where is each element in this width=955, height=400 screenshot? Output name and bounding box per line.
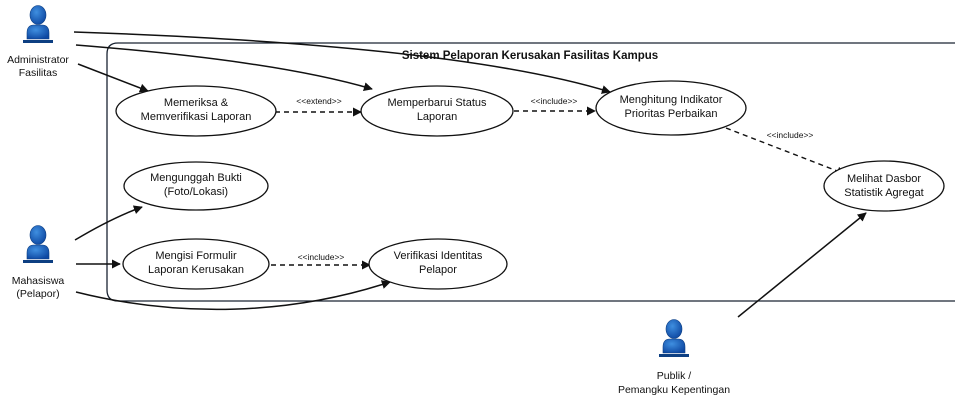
- person-icon: [23, 225, 53, 263]
- assoc-student-verify-identity: [75, 280, 391, 311]
- actor-admin-line1: Administrator: [7, 54, 69, 66]
- actor-student-line2: (Pelapor): [16, 288, 59, 300]
- use-case-verify-report[interactable]: Memeriksa & Memverifikasi Laporan: [115, 85, 277, 137]
- use-case-fill-form-line1: Mengisi Formulir: [155, 250, 237, 262]
- person-icon: [23, 5, 53, 43]
- actor-admin[interactable]: Administrator Fasilitas: [7, 5, 69, 80]
- actor-public[interactable]: Publik / Pemangku Kepentingan: [618, 319, 730, 397]
- use-case-view-dashboard-line1: Melihat Dasbor: [847, 173, 921, 185]
- extend-label: <<extend>>: [296, 96, 341, 106]
- use-case-compute-priority[interactable]: Menghitung Indikator Prioritas Perbaikan: [595, 80, 747, 136]
- actor-public-line2: Pemangku Kepentingan: [618, 384, 730, 396]
- use-case-view-dashboard[interactable]: Melihat Dasbor Statistik Agregat: [823, 160, 945, 212]
- use-case-verify-report-line1: Memeriksa &: [164, 97, 229, 109]
- use-case-update-status-line2: Laporan: [417, 111, 457, 123]
- assoc-admin-verify-report: [77, 63, 149, 93]
- include-label-form-identity: <<include>>: [298, 252, 345, 262]
- use-case-update-status[interactable]: Memperbarui Status Laporan: [360, 85, 514, 137]
- use-case-verify-identity-line2: Pelapor: [419, 264, 457, 276]
- use-case-upload-evidence-line1: Mengunggah Bukti: [150, 172, 242, 184]
- actor-admin-line2: Fasilitas: [19, 67, 58, 79]
- use-case-compute-priority-line1: Menghitung Indikator: [620, 94, 723, 106]
- assoc-public-view-dashboard: [737, 212, 867, 318]
- person-icon: [659, 319, 689, 357]
- actor-student[interactable]: Mahasiswa (Pelapor): [12, 225, 65, 301]
- use-case-view-dashboard-line2: Statistik Agregat: [844, 187, 924, 199]
- actor-public-line1: Publik /: [657, 370, 692, 382]
- include-label-update-priority: <<include>>: [531, 96, 578, 106]
- assoc-admin-update-status: [75, 44, 373, 92]
- use-case-compute-priority-line2: Prioritas Perbaikan: [625, 108, 718, 120]
- assoc-admin-compute-priority: [73, 31, 611, 94]
- include-label-priority-dashboard: <<include>>: [767, 130, 814, 140]
- use-case-update-status-line1: Memperbarui Status: [387, 97, 487, 109]
- use-case-verify-report-line2: Memverifikasi Laporan: [141, 111, 252, 123]
- assoc-student-upload-evidence: [74, 205, 143, 241]
- use-case-upload-evidence-line2: (Foto/Lokasi): [164, 186, 228, 198]
- use-case-upload-evidence[interactable]: Mengunggah Bukti (Foto/Lokasi): [123, 161, 269, 211]
- actor-student-line1: Mahasiswa: [12, 275, 65, 287]
- system-title: Sistem Pelaporan Kerusakan Fasilitas Kam…: [402, 50, 658, 62]
- use-case-verify-identity-line1: Verifikasi Identitas: [394, 250, 483, 262]
- use-case-fill-form[interactable]: Mengisi Formulir Laporan Kerusakan: [122, 238, 270, 290]
- include-priority-to-dashboard: [725, 127, 846, 176]
- use-case-fill-form-line2: Laporan Kerusakan: [148, 264, 244, 276]
- use-case-verify-identity[interactable]: Verifikasi Identitas Pelapor: [368, 238, 508, 290]
